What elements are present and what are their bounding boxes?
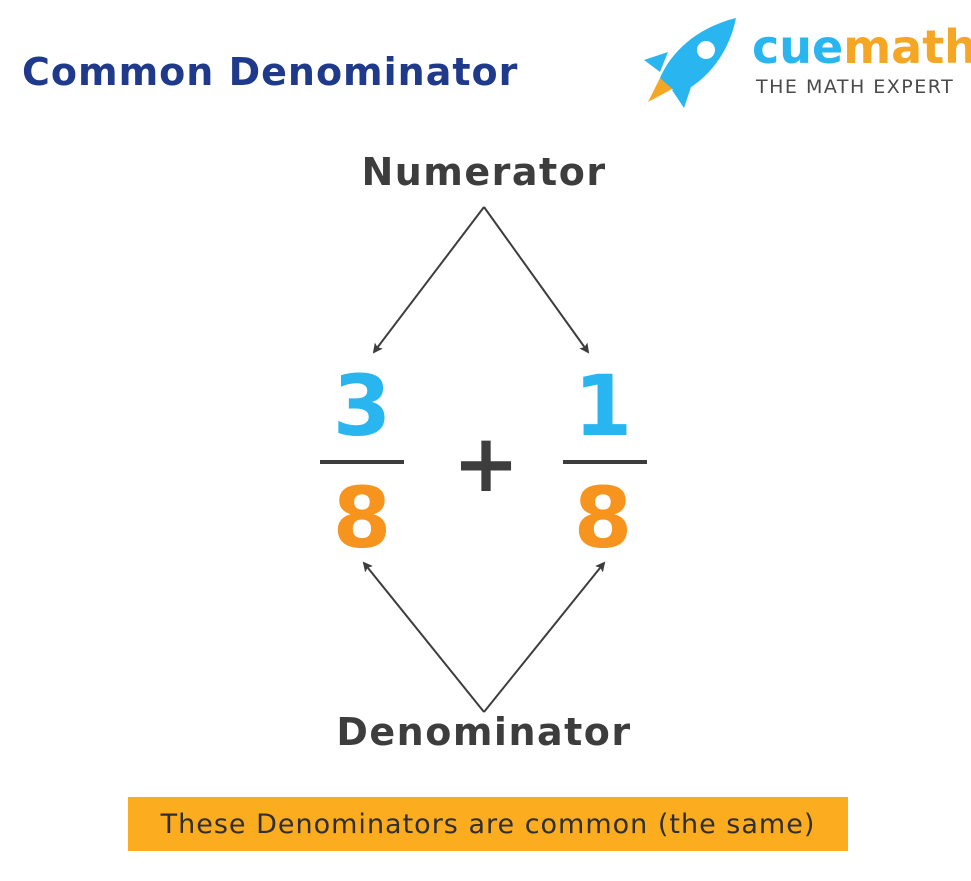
rocket-icon xyxy=(644,18,736,108)
fraction1-bar xyxy=(320,460,404,464)
fraction1-denominator: 8 xyxy=(332,469,392,567)
arrow-numerator-to-first xyxy=(372,206,485,354)
brand-cue: cue xyxy=(752,20,844,74)
page-title: Common Denominator xyxy=(22,50,519,94)
plus-operator: + xyxy=(452,417,520,510)
arrow-denominator-to-second xyxy=(483,561,606,713)
brand-tagline: THE MATH EXPERT xyxy=(756,76,955,98)
fraction1-numerator: 3 xyxy=(332,357,392,455)
fraction2-bar xyxy=(563,460,647,464)
note-banner: These Denominators are common (the same) xyxy=(128,797,848,851)
brand-math: math xyxy=(843,20,971,74)
arrow-denominator-to-first xyxy=(362,561,485,713)
fraction2-numerator: 1 xyxy=(573,357,633,455)
brand-name: cuemath xyxy=(752,20,971,74)
cuemath-logo: cuemath THE MATH EXPERT xyxy=(640,14,971,109)
note-text: These Denominators are common (the same) xyxy=(160,808,816,840)
arrow-numerator-to-second xyxy=(483,206,590,354)
fraction2-denominator: 8 xyxy=(573,469,633,567)
numerator-label: Numerator xyxy=(361,150,607,194)
denominator-label: Denominator xyxy=(336,710,632,754)
